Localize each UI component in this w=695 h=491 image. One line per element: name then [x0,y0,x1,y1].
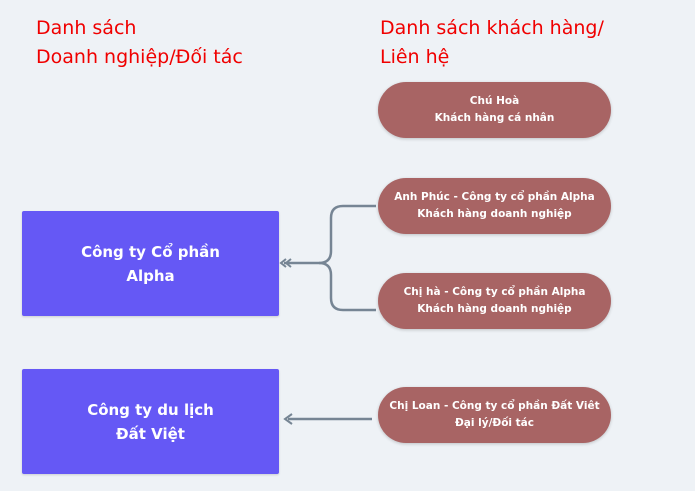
contact-name: Chị hà - Công ty cổ phần Alpha [403,286,586,298]
contact-chi-ha[interactable]: Chị hà - Công ty cổ phần Alpha Khách hàn… [378,273,611,329]
contact-type: Đại lý/Đối tác [454,417,534,429]
connector-anh-phuc [284,204,376,265]
contact-chu-hoa[interactable]: Chú Hoà Khách hàng cá nhân [378,82,611,138]
company-name-line: Công ty Cổ phần [81,242,220,261]
arrowhead-icon [283,413,293,425]
right-heading-line: Danh sách khách hàng/ [380,17,604,39]
contact-name: Chú Hoà [469,95,520,107]
contact-name: Anh Phúc - Công ty cổ phần Alpha [394,191,595,203]
contact-chi-loan[interactable]: Chị Loan - Công ty cổ phần Đất Viêt Đại … [378,387,611,443]
contact-anh-phuc[interactable]: Anh Phúc - Công ty cổ phần Alpha Khách h… [378,178,611,234]
contact-name: Chị Loan - Công ty cổ phần Đất Viêt [389,400,600,412]
connector-chi-ha [318,261,376,312]
contact-type: Khách hàng cá nhân [434,112,555,124]
arrowhead-icon [279,258,292,268]
company-dat-viet[interactable]: Công ty du lịch Đất Việt [22,369,279,474]
company-name-line: Công ty du lịch [87,400,214,419]
left-heading-line: Doanh nghiệp/Đối tác [36,46,243,68]
left-heading-line: Danh sách [36,17,137,39]
left-heading: Danh sách Doanh nghiệp/Đối tác [36,14,243,72]
contact-type: Khách hàng doanh nghiệp [417,208,572,220]
right-heading-line: Liên hệ [380,46,450,68]
company-name-line: Đất Việt [116,424,185,443]
right-heading: Danh sách khách hàng/ Liên hệ [380,14,604,72]
company-alpha[interactable]: Công ty Cổ phần Alpha [22,211,279,316]
contact-type: Khách hàng doanh nghiệp [417,303,572,315]
company-name-line: Alpha [126,266,175,285]
